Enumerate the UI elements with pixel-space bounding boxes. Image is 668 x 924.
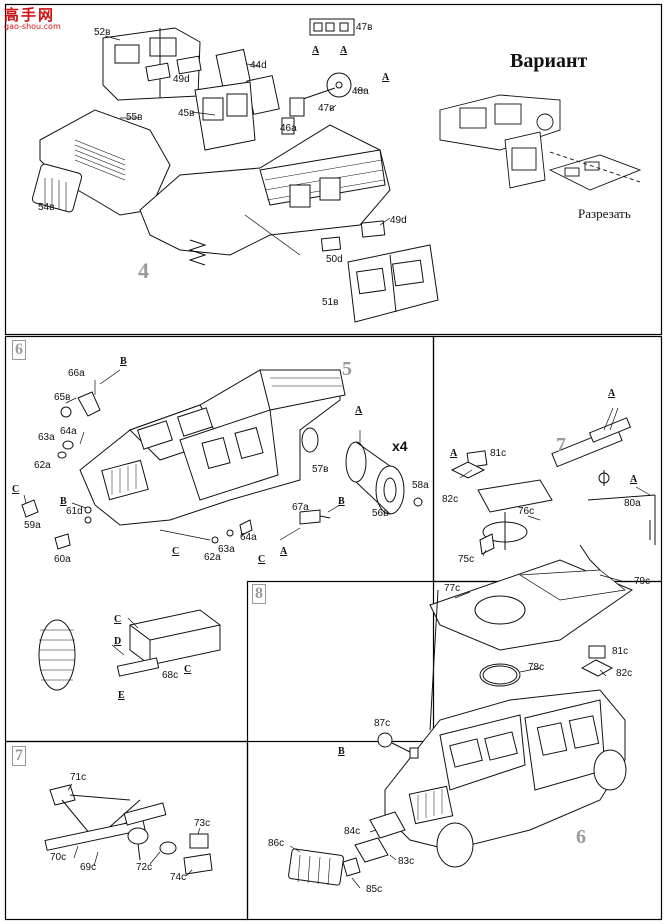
part-label: 51в bbox=[322, 297, 339, 308]
part-label: 74c bbox=[170, 872, 187, 883]
cut-label: Разрезать bbox=[578, 206, 631, 221]
ref-letter-a: A bbox=[382, 72, 390, 83]
step5-art bbox=[21, 369, 423, 691]
part-label: 65в bbox=[54, 392, 71, 403]
step4-leader-lines bbox=[104, 35, 391, 256]
step7b-leader-lines bbox=[459, 407, 651, 557]
step5-leader-lines bbox=[23, 369, 361, 656]
step-number-5: 5 bbox=[342, 358, 352, 380]
part-label: 63a bbox=[218, 544, 235, 555]
part-label: 83c bbox=[398, 856, 415, 867]
ref-letter-a: A bbox=[355, 405, 363, 416]
ref-letter-d: D bbox=[114, 636, 122, 647]
variant-title: Вариант bbox=[510, 50, 588, 72]
ref-letter-a: A bbox=[450, 448, 458, 459]
part-label: 49d bbox=[173, 74, 190, 85]
part-label: 82c bbox=[442, 494, 459, 505]
step8-leader-lines bbox=[289, 574, 626, 889]
part-label: 62a bbox=[204, 552, 221, 563]
wheel-multiplier: x4 bbox=[392, 438, 408, 454]
ref-letter-a: A bbox=[340, 45, 348, 56]
part-label: 76c bbox=[518, 506, 535, 517]
part-label: 79c bbox=[634, 576, 651, 587]
part-label: 64a bbox=[240, 532, 257, 543]
part-label: 77c bbox=[444, 583, 461, 594]
ref-letter-b: B bbox=[338, 496, 345, 507]
part-label: 64a bbox=[60, 426, 77, 437]
ref-letter-c: C bbox=[12, 484, 20, 495]
part-label: 80a bbox=[624, 498, 641, 509]
part-label: 62a bbox=[34, 460, 51, 471]
part-label: 73c bbox=[194, 818, 211, 829]
part-label: 55в bbox=[126, 112, 143, 123]
part-label: 68c bbox=[162, 670, 179, 681]
part-label: 46a bbox=[280, 123, 297, 134]
part-label: 59a bbox=[24, 520, 41, 531]
part-label: 84c bbox=[344, 826, 361, 837]
step8-art bbox=[288, 544, 634, 886]
part-label: 66a bbox=[68, 368, 85, 379]
part-label: 69c bbox=[80, 862, 97, 873]
step-number-6-badge: 6 bbox=[12, 340, 26, 360]
part-label: 60a bbox=[54, 554, 71, 565]
part-label: 63a bbox=[38, 432, 55, 443]
part-label: 75c bbox=[458, 554, 475, 565]
ref-letter-c: C bbox=[114, 614, 122, 625]
step7a-leader-lines bbox=[67, 783, 201, 877]
part-label: 45в bbox=[178, 108, 195, 119]
part-label: 47в bbox=[318, 103, 335, 114]
step-number-8-badge: 8 bbox=[252, 584, 266, 604]
ref-letter-e: E bbox=[118, 690, 125, 701]
part-label: 57в bbox=[312, 464, 329, 475]
part-label: 50d bbox=[326, 254, 343, 265]
part-label: 61d bbox=[66, 506, 83, 517]
watermark-text: 高手网 bbox=[4, 6, 56, 24]
part-label: 87c bbox=[374, 718, 391, 729]
part-label: 82c bbox=[616, 668, 633, 679]
part-label: 54в bbox=[38, 202, 55, 213]
ref-letter-b: B bbox=[338, 746, 345, 757]
step7b-art bbox=[450, 417, 656, 555]
part-label: 56в bbox=[372, 508, 389, 519]
step-number-7: 7 bbox=[556, 434, 566, 456]
step-number-7-badge: 7 bbox=[12, 746, 26, 766]
ref-letter-a: A bbox=[312, 45, 320, 56]
watermark-logo: 高手网 gao-shou.com bbox=[4, 4, 68, 34]
variant-art bbox=[439, 94, 642, 191]
part-label: 49d bbox=[390, 215, 407, 226]
part-label: 78c bbox=[528, 662, 545, 673]
part-label: 44d bbox=[250, 60, 267, 71]
step4-art bbox=[31, 18, 439, 323]
part-label: 86c bbox=[268, 838, 285, 849]
part-label: 48a bbox=[352, 86, 369, 97]
ref-letter-b: B bbox=[60, 496, 67, 507]
part-label: 70c bbox=[50, 852, 67, 863]
watermark-url: gao-shou.com bbox=[4, 22, 61, 31]
step7a-art bbox=[44, 784, 213, 875]
ref-letter-a: A bbox=[630, 474, 638, 485]
part-label: 47в bbox=[356, 22, 373, 33]
part-label: 71c bbox=[70, 772, 87, 783]
part-label: 81c bbox=[490, 448, 507, 459]
part-label: 52в bbox=[94, 27, 111, 38]
part-label: 81c bbox=[612, 646, 629, 657]
panel-step-4-frame bbox=[4, 3, 663, 336]
step-number-4: 4 bbox=[138, 258, 149, 283]
ref-letter-c: C bbox=[258, 554, 266, 565]
panel-step-7a-frame bbox=[4, 740, 249, 921]
ref-letter-a: A bbox=[280, 546, 288, 557]
ref-letter-b: B bbox=[120, 356, 127, 367]
ref-letter-a: A bbox=[608, 388, 616, 399]
step-number-6: 6 bbox=[576, 826, 586, 848]
part-label: 72c bbox=[136, 862, 153, 873]
part-label: 67a bbox=[292, 502, 309, 513]
part-label: 85c bbox=[366, 884, 383, 895]
ref-letter-c: C bbox=[184, 664, 192, 675]
part-label: 58a bbox=[412, 480, 429, 491]
ref-letter-c: C bbox=[172, 546, 180, 557]
